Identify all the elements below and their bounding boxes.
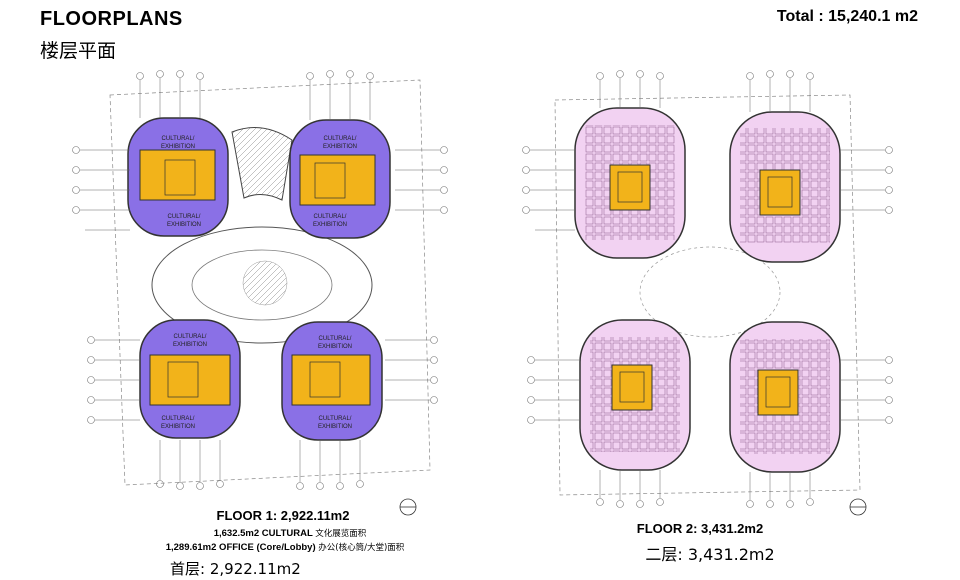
zone-label: CULTURAL/ [162,136,195,142]
floor1-cultural-area: 1,632.5m2 CULTURAL 文化展览面积 [140,527,440,539]
core-zone [291,354,371,406]
floor1-ramp [231,127,293,201]
floor1-site-boundary [109,79,431,486]
svg-text:EXHIBITION: EXHIBITION [161,144,195,150]
floor1-cultural-area-cn: 文化展览面积 [315,529,367,539]
floor2-grid-bubbles [522,70,893,508]
core-zone [139,149,216,201]
floor2-void [639,246,781,338]
floor1-grid-bubbles [72,70,448,490]
core-zone [149,354,231,406]
floor2-tower-bottom-left [579,319,691,471]
svg-text:CULTURAL/: CULTURAL/ [162,416,195,422]
floor1-tower-bottom-right: CULTURAL/ EXHIBITION CULTURAL/ EXHIBITIO… [281,321,383,441]
floor1-tower-top-right: CULTURAL/ EXHIBITION CULTURAL/ EXHIBITIO… [289,119,391,239]
svg-text:EXHIBITION: EXHIBITION [161,424,195,430]
floor1-north-arrow-icon [399,498,417,516]
floor2-grid-lines [530,78,885,500]
svg-text:CULTURAL/: CULTURAL/ [324,136,357,142]
page-subtitle: 楼层平面 [40,40,117,62]
svg-text:EXHIBITION: EXHIBITION [318,424,352,430]
floor2-cn-caption: 二层: 3,431.2m2 [610,541,810,565]
svg-text:CULTURAL/: CULTURAL/ [168,214,201,220]
floor1-office-area-cn: 办公(核心筒/大堂)面积 [318,543,405,553]
floor1-office-area: 1,289.61m2 OFFICE (Core/Lobby) 办公(核心筒/大堂… [120,541,450,553]
floor2-tower-top-left [574,107,686,259]
floor1-office-area-en: 1,289.61m2 OFFICE (Core/Lobby) [165,542,316,553]
svg-text:CULTURAL/: CULTURAL/ [319,416,352,422]
floor2-site-boundary [554,94,861,496]
floor1-cultural-area-en: 1,632.5m2 CULTURAL [213,528,313,539]
core-zone [757,369,799,416]
svg-text:CULTURAL/: CULTURAL/ [319,336,352,342]
floor2-tower-top-right [729,111,841,263]
floor1-tree-icon [242,260,288,306]
floor1-grid-lines [80,78,440,482]
floor2-cn-label: 二层: [645,545,683,564]
floor1-heading: FLOOR 1: 2,922.11m2 [216,508,350,523]
floor1-cn-caption: 首层: 2,922.11m2 [170,558,340,579]
floor1-tower-bottom-left: CULTURAL/ EXHIBITION CULTURAL/ EXHIBITIO… [139,319,241,439]
svg-text:EXHIBITION: EXHIBITION [318,344,352,350]
total-area: Total : 15,240.1 m2 [776,8,918,25]
svg-text:CULTURAL/: CULTURAL/ [314,214,347,220]
floor2-north-arrow-icon [849,498,867,516]
floor1-tower-top-left: CULTURAL/ EXHIBITION CULTURAL/ EXHIBITIO… [127,117,229,237]
floor1-plaza-ring [151,226,373,344]
svg-text:EXHIBITION: EXHIBITION [313,222,347,228]
svg-text:CULTURAL/: CULTURAL/ [174,334,207,340]
floor2-tower-bottom-right [729,321,841,473]
svg-text:EXHIBITION: EXHIBITION [167,222,201,228]
floor1-plan: CULTURAL/ EXHIBITION CULTURAL/ EXHIBITIO… [72,70,448,516]
floor2-plan [522,70,893,516]
page-title: FLOORPLANS [40,8,183,30]
core-zone [609,164,651,211]
floor2-heading: FLOOR 2: 3,431.2m2 [636,521,764,536]
core-zone [611,364,653,411]
core-zone [299,154,376,206]
floor1-plaza-inner [191,249,333,321]
core-zone [759,169,801,216]
svg-text:EXHIBITION: EXHIBITION [323,144,357,150]
floor2-cn-area: 3,431.2m2 [687,545,775,564]
svg-text:EXHIBITION: EXHIBITION [173,342,207,348]
floor1-cn-label: 首层: [170,560,206,578]
floor1-cn-area: 2,922.11m2 [209,560,301,578]
